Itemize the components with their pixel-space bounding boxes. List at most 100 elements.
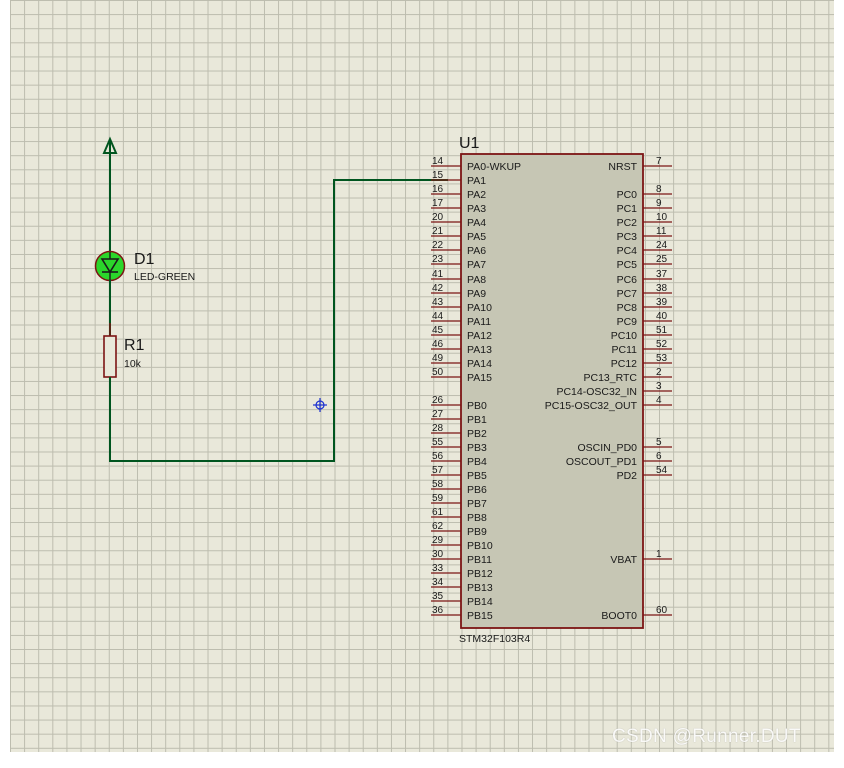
pin-number: 27 — [432, 409, 444, 420]
pin-name: PC12 — [611, 358, 637, 370]
pin-name: PB4 — [467, 456, 487, 468]
pin-name: PA9 — [467, 288, 486, 300]
pin-number: 10 — [656, 212, 668, 223]
pin-name: PB8 — [467, 512, 487, 524]
pin-pa9[interactable]: 42 PA9 — [431, 283, 486, 300]
pin-number: 38 — [656, 283, 668, 294]
pin-name: PC1 — [617, 203, 638, 215]
pin-number: 59 — [432, 493, 444, 504]
pin-number: 3 — [656, 381, 662, 392]
pin-number: 62 — [432, 521, 444, 532]
pin-name: PB7 — [467, 498, 487, 510]
pin-number: 33 — [432, 563, 444, 574]
pin-name: PC13_RTC — [584, 372, 638, 384]
wire-resistor-to-pa1[interactable] — [109, 179, 448, 462]
u1-right-pins: 7NRST8PC09PC110PC211PC324PC425PC537PC638… — [545, 156, 672, 622]
pin-name: OSCOUT_PD1 — [566, 456, 637, 468]
pin-number: 25 — [656, 254, 668, 265]
pin-pb14[interactable]: 35 PB14 — [431, 591, 493, 608]
pin-number: 43 — [432, 297, 444, 308]
pin-name: PA8 — [467, 274, 486, 286]
pin-pc0[interactable]: 8 PC0 — [617, 184, 672, 201]
pin-name: PC0 — [617, 189, 638, 201]
pin-name: PA14 — [467, 358, 492, 370]
pin-number: 37 — [656, 269, 668, 280]
u1-partname: STM32F103R4 — [459, 633, 530, 645]
pin-pb12[interactable]: 33 PB12 — [431, 563, 493, 580]
pin-pb7[interactable]: 59 PB7 — [431, 493, 487, 510]
pin-name: PB12 — [467, 568, 493, 580]
pin-name: PB14 — [467, 596, 493, 608]
pin-pa8[interactable]: 41 PA8 — [431, 269, 486, 286]
led-icon[interactable] — [94, 250, 126, 282]
pin-number: 60 — [656, 605, 668, 616]
pin-number: 35 — [432, 591, 444, 602]
power-terminal-icon[interactable] — [102, 136, 118, 252]
pin-number: 17 — [432, 198, 444, 209]
pin-number: 8 — [656, 184, 662, 195]
pin-name: PC11 — [612, 344, 638, 356]
pin-number: 39 — [656, 297, 668, 308]
pin-pa3[interactable]: 17 PA3 — [431, 198, 486, 215]
pin-number: 42 — [432, 283, 444, 294]
pin-name: PA3 — [467, 203, 486, 215]
pin-pc6[interactable]: 37 PC6 — [617, 269, 672, 286]
pin-name: PA0-WKUP — [467, 161, 521, 173]
pin-name: PC15-OSC32_OUT — [545, 400, 638, 412]
schematic-sheet[interactable] — [10, 0, 834, 752]
pin-name: PB0 — [467, 400, 487, 412]
pin-number: 41 — [432, 269, 444, 280]
pin-name: PC6 — [617, 274, 638, 286]
pin-name: PC10 — [611, 330, 637, 342]
